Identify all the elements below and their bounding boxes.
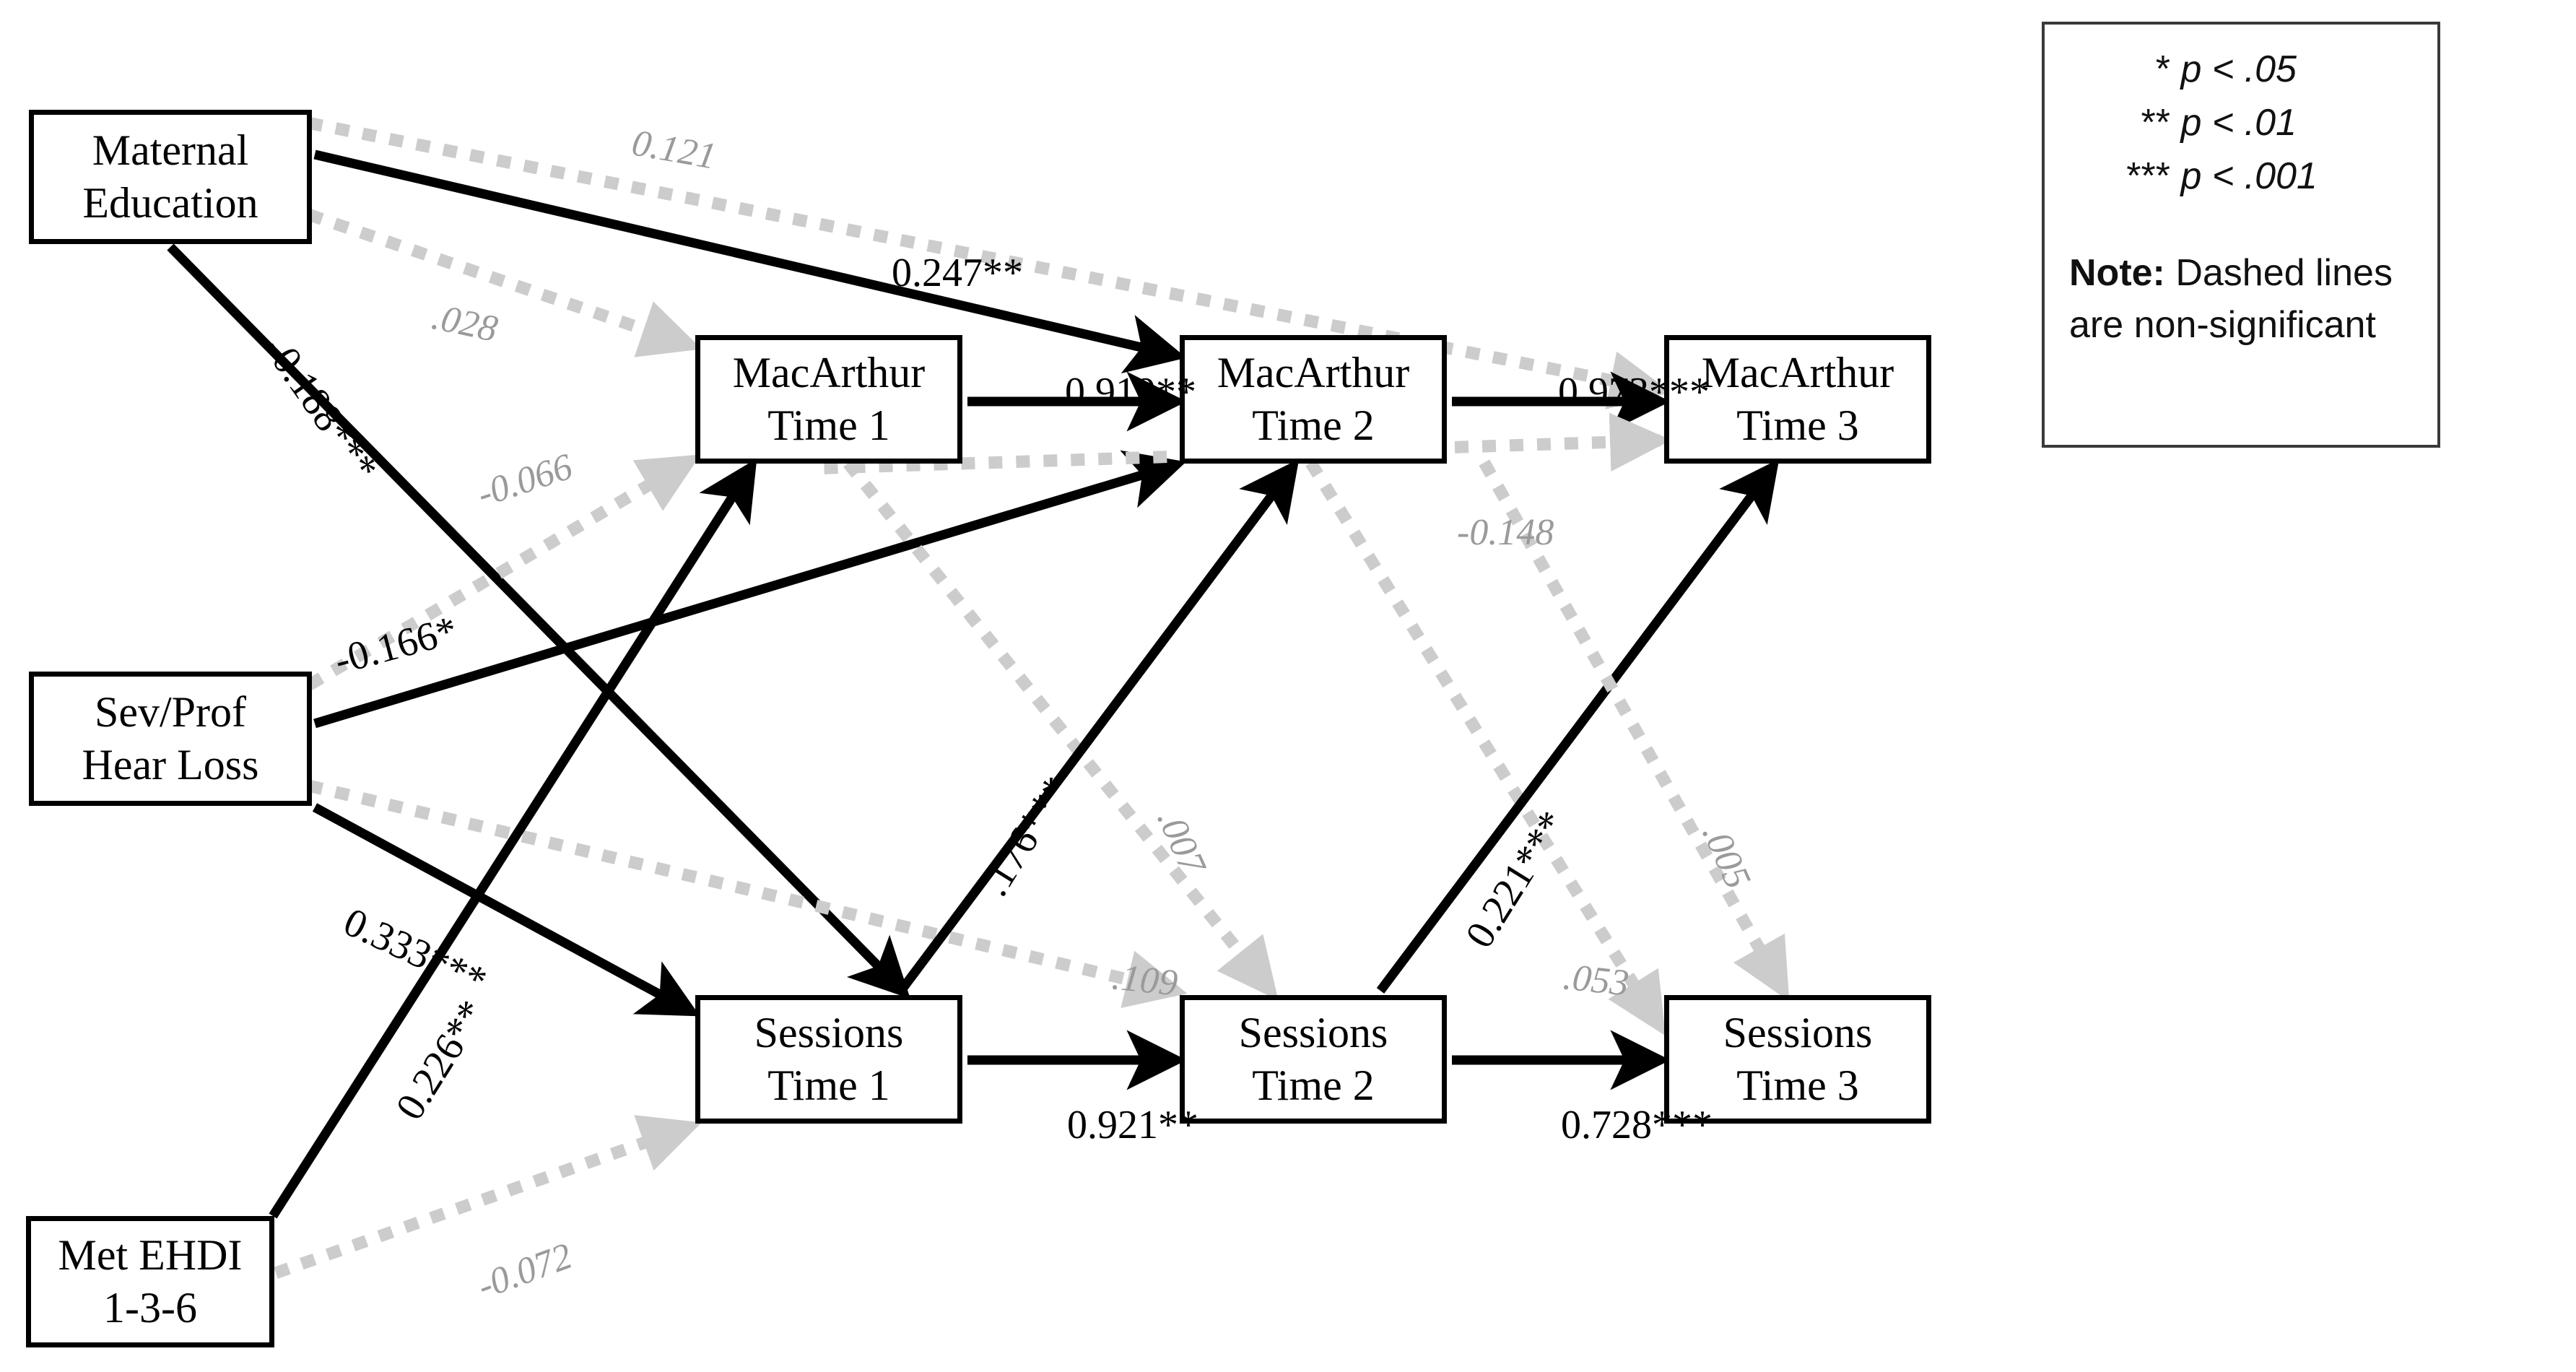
node-label-line2: 1-3-6 [103, 1284, 197, 1332]
edge-sess1_to_mac2 [897, 459, 1300, 994]
legend-stars-p001: *** [2126, 155, 2170, 197]
legend-note-text: Dashed lines [2164, 252, 2393, 295]
edge-label-mac2_to_sess3: .053 [1561, 956, 1631, 1004]
edge-label-mac1_to_mac2: 0.919** [1065, 370, 1196, 414]
edge-label-mated_to_mac2: 0.247** [892, 251, 1023, 295]
edge-sess2_to_mac3 [1376, 459, 1780, 994]
legend-note-label: Note: [2069, 252, 2165, 295]
node-label-line1: Sessions [1238, 1008, 1388, 1056]
node-label-line1: Sessions [1723, 1008, 1873, 1056]
edge-sev_to_mac1 [306, 452, 701, 690]
edge-sev_to_mac2 [313, 450, 1186, 729]
legend-row-p05: * p < .05 [2069, 43, 2413, 97]
edge-mated_to_sess1 [167, 243, 910, 999]
edge-ehdi_to_mac1 [269, 458, 757, 1219]
edge-label-sess1_to_sess2: 0.921** [1067, 1103, 1198, 1147]
node-label-line1: Sessions [754, 1008, 904, 1056]
legend-stars-p01: ** [2141, 101, 2170, 144]
node-label-line1: MacArthur [1217, 348, 1410, 396]
significance-legend: * p < .05 ** p < .01 *** p < .001 Note: … [2042, 22, 2440, 448]
node-label-line1: MacArthur [732, 348, 926, 396]
edge-mac2_to_sess3 [1305, 459, 1668, 1036]
edge-mac1_to_sess2 [843, 459, 1279, 1001]
edge-label-mac1_to_mac3_ns: -0.148 [1457, 512, 1554, 553]
node-label-line2: Time 1 [767, 1061, 890, 1109]
node-label-line1: Sev/Prof [95, 687, 246, 736]
node-label-line2: Time 1 [767, 401, 890, 449]
node-label-line2: Time 3 [1736, 401, 1859, 449]
edge-sess2_to_mac3_ns [1479, 459, 1792, 1002]
edge-mated_to_mac1 [307, 209, 702, 357]
edge-mated_to_mac3 [308, 117, 1671, 409]
node-label-line2: Time 2 [1252, 1061, 1375, 1109]
legend-row-p001: *** p < .001 [2069, 150, 2413, 204]
legend-stars-p05: * [2155, 48, 2170, 90]
legend-text-p01: p < .01 [2180, 101, 2297, 144]
node-label-line1: Maternal [92, 126, 249, 174]
node-label-line2: Hear Loss [82, 741, 259, 789]
node-label-line2: Time 3 [1736, 1061, 1859, 1109]
edge-mated_to_mac2 [313, 149, 1187, 374]
legend-note-text-2: are non-significant [2069, 304, 2376, 347]
node-met_ehdi[interactable]: Met EHDI 1-3-6 [26, 1216, 274, 1347]
legend-text-p001: p < .001 [2180, 155, 2318, 197]
edge-sev_to_sess2 [307, 779, 1188, 1009]
legend-note: Note: Dashed lines are non-significant [2069, 248, 2413, 352]
node-label-line2: Education [82, 179, 258, 227]
edge-label-sess2_to_sess3: 0.728*** [1561, 1103, 1713, 1147]
edge-sev_to_sess1 [312, 803, 700, 1017]
node-label-line2: Time 2 [1252, 401, 1375, 449]
node-label-line1: MacArthur [1701, 348, 1894, 396]
edge-label-mac2_to_mac3: 0.973*** [1558, 370, 1710, 414]
edge-ehdi_to_sess1 [274, 1115, 702, 1279]
edge-label-sev_to_sess2: .109 [1110, 956, 1180, 1004]
legend-text-p05: p < .05 [2180, 48, 2297, 90]
node-label-line1: Met EHDI [58, 1230, 243, 1279]
legend-row-p01: ** p < .01 [2069, 97, 2413, 150]
